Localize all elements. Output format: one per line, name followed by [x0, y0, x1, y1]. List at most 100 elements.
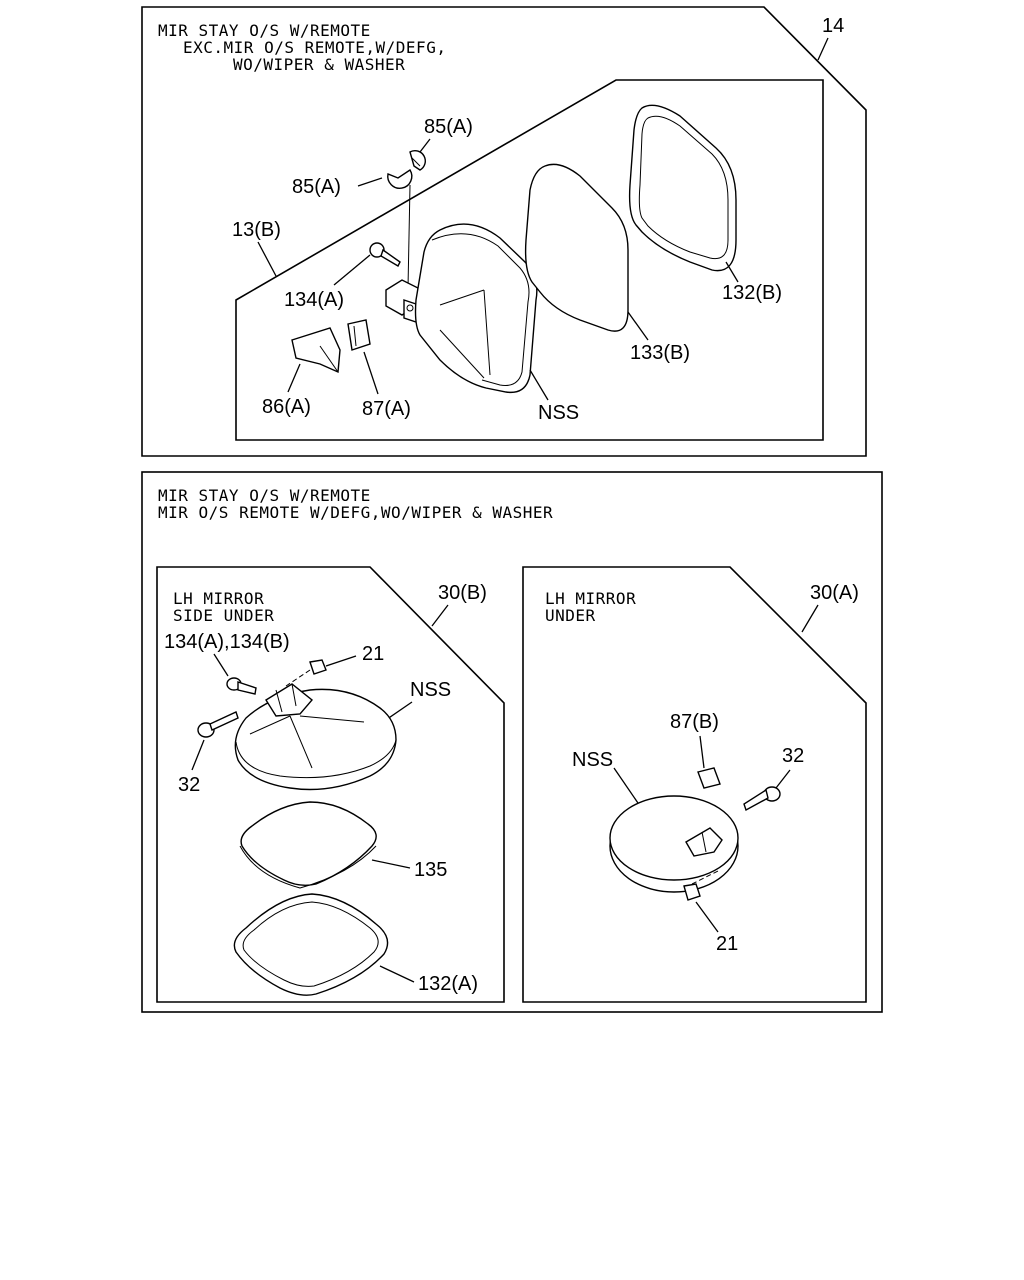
- label-132a: 132(A): [418, 973, 478, 995]
- leader-32-left: [191, 739, 205, 771]
- label-87b: 87(B): [670, 711, 719, 733]
- top-header-line-3: WO/WIPER & WASHER: [233, 55, 405, 74]
- label-132b: 132(B): [722, 282, 782, 304]
- callout-30b: 30(B): [438, 582, 487, 604]
- leader-85a-left: [357, 177, 383, 187]
- bottom-header-line-2: MIR O/S REMOTE W/DEFG,WO/WIPER & WASHER: [158, 503, 553, 522]
- leader-132b: [725, 261, 739, 283]
- label-134a: 134(A): [284, 289, 344, 311]
- label-133b: 133(B): [630, 342, 690, 364]
- housing-left-rib-3: [299, 715, 365, 723]
- label-nss-right: NSS: [572, 749, 613, 771]
- frame-132a-outer: [233, 893, 389, 996]
- screw-32-left-head: [197, 722, 215, 738]
- leader-133b: [627, 311, 649, 341]
- mirror-frame-132a: [233, 893, 389, 996]
- leader-85a-top: [419, 138, 431, 153]
- left-subpanel-frame: [156, 566, 505, 1003]
- callout-30b-leader: [431, 604, 449, 627]
- top-panel: MIR STAY O/S W/REMOTE EXC.MIR O/S REMOTE…: [141, 6, 867, 457]
- top-header-line-2: EXC.MIR O/S REMOTE,W/DEFG,: [183, 38, 446, 57]
- top-subframe: [235, 79, 824, 441]
- label-135: 135: [414, 859, 447, 881]
- screw-134a-shank: [380, 248, 401, 267]
- screw-134a: [369, 242, 401, 267]
- part-86a-edge: [319, 345, 339, 373]
- left-title-line-2: SIDE UNDER: [173, 606, 274, 625]
- housing-rib-3: [483, 289, 491, 376]
- nut-21-right-axis: [691, 869, 721, 885]
- top-panel-frame: [141, 6, 867, 457]
- nut-21-left-axis: [285, 669, 311, 687]
- leader-nss-right: [613, 767, 641, 807]
- leader-32-right: [775, 769, 791, 789]
- label-nss-left: NSS: [410, 679, 451, 701]
- right-title-line-2: UNDER: [545, 606, 596, 625]
- bottom-header-line-1: MIR STAY O/S W/REMOTE: [158, 486, 371, 505]
- right-title-line-1: LH MIRROR: [545, 589, 636, 608]
- housing-left-bracket-line-1: [275, 689, 283, 713]
- mirror-glass-135: [240, 801, 377, 887]
- clip-85a-left-shape: [387, 169, 413, 189]
- housing-left-bracket: [265, 683, 314, 717]
- mirror-glass-133b: [524, 163, 629, 332]
- leader-21-right: [695, 901, 719, 933]
- mirror-housing-nss: [414, 223, 538, 394]
- part-87a-body: [347, 319, 371, 351]
- part-86a: [291, 327, 341, 374]
- part-87a: [347, 319, 371, 351]
- leader-21-left: [325, 655, 357, 667]
- top-header-line-1: MIR STAY O/S W/REMOTE: [158, 21, 371, 40]
- label-21-right: 21: [716, 933, 738, 955]
- leader-134ab: [213, 653, 229, 677]
- callout-14-leader: [817, 37, 829, 61]
- screw-134ab: [226, 677, 257, 695]
- label-134ab: 134(A),134(B): [164, 631, 290, 653]
- label-85a-left: 85(A): [292, 176, 341, 198]
- right-subpanel: LH MIRROR UNDER 30(A) 87(B) NSS 32: [522, 566, 867, 1003]
- screw-32-left-shank: [209, 711, 239, 731]
- label-nss-top: NSS: [538, 402, 579, 424]
- label-85a-top: 85(A): [424, 116, 473, 138]
- clip-85a-top-detail: [411, 157, 421, 167]
- left-title-line-1: LH MIRROR: [173, 589, 264, 608]
- frame-132b-outer: [628, 104, 737, 272]
- leader-132a: [379, 965, 415, 983]
- screw-32-right: [743, 786, 781, 812]
- bottom-panel-frame: [141, 471, 883, 1013]
- housing-outer: [414, 223, 538, 394]
- label-86a: 86(A): [262, 396, 311, 418]
- housing-left-outer: [234, 688, 397, 791]
- housing-right-upper: [609, 795, 739, 881]
- leader-134a: [333, 254, 371, 286]
- screw-32-right-shank: [743, 788, 769, 812]
- housing-left-rim: [235, 739, 397, 779]
- leader-135: [371, 859, 411, 869]
- label-32-left: 32: [178, 774, 200, 796]
- housing-rim: [431, 233, 530, 386]
- screw-134ab-shank: [237, 681, 257, 695]
- housing-rib-1: [439, 289, 485, 306]
- nut-21-left: [309, 659, 327, 675]
- mirror-housing-left: [234, 683, 397, 791]
- screw-32-left: [197, 711, 239, 738]
- housing-right-bracket-line: [701, 831, 707, 853]
- leader-87a: [363, 351, 379, 395]
- leader-nss-top: [529, 369, 549, 401]
- nut-21-right: [683, 883, 701, 901]
- leader-13b: [257, 241, 277, 277]
- frame-132b-inner: [638, 115, 729, 260]
- leader-85a-to-bracket: [407, 184, 411, 289]
- callout-30a-leader: [801, 604, 819, 633]
- callout-30a: 30(A): [810, 582, 859, 604]
- right-subpanel-frame: [522, 566, 867, 1003]
- part-87a-edge: [353, 325, 357, 347]
- label-32-right: 32: [782, 745, 804, 767]
- housing-left-bracket-line-2: [291, 683, 297, 707]
- mirror-frame-132b: [628, 104, 737, 272]
- left-subpanel: LH MIRROR SIDE UNDER 30(B) 134(A),134(B)…: [156, 566, 505, 1003]
- housing-rib-2: [439, 329, 485, 379]
- clip-85a-top-shape: [409, 150, 426, 171]
- label-13b: 13(B): [232, 219, 281, 241]
